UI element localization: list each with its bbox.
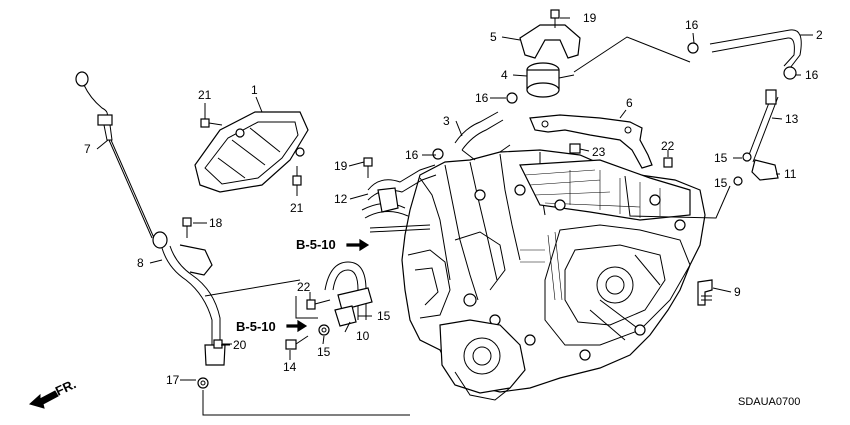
- callout-1: 1: [251, 83, 258, 97]
- callout-15-c: 15: [377, 309, 391, 323]
- callout-4: 4: [501, 68, 508, 82]
- callout-21-a: 21: [198, 88, 212, 102]
- part-4-accumulator: [526, 62, 575, 98]
- leader-lines: [96, 17, 813, 416]
- callout-22-b: 22: [661, 139, 675, 153]
- bolt-22-right: [663, 157, 673, 168]
- clamp-16-right: [783, 66, 797, 80]
- callout-21-b: 21: [290, 201, 304, 215]
- callout-16-b: 16: [805, 68, 819, 82]
- clamp-16-left: [432, 148, 444, 160]
- transmission-housing: [401, 149, 706, 401]
- callout-9: 9: [734, 285, 741, 299]
- callout-16-d: 16: [405, 148, 419, 162]
- callout-3: 3: [443, 114, 450, 128]
- callout-22-a: 22: [297, 280, 311, 294]
- part-7-dipstick: [75, 71, 155, 239]
- reference-arrow-upper: [346, 238, 370, 252]
- bolt-14: [285, 335, 309, 350]
- part-5-mount-bracket: [519, 24, 581, 59]
- callout-19-b: 19: [334, 159, 348, 173]
- callout-12: 12: [334, 192, 348, 206]
- callout-11: 11: [784, 167, 797, 181]
- bolt-21-upper: [200, 118, 223, 128]
- clamp-16-middle: [506, 92, 518, 104]
- bolt-18: [182, 217, 192, 238]
- front-indicator-label: FR.: [53, 376, 78, 398]
- callout-8: 8: [137, 256, 144, 270]
- callout-17: 17: [166, 373, 180, 387]
- part-9-fitting: [697, 279, 713, 306]
- reference-arrow-lower: [286, 319, 308, 333]
- callout-15-b: 15: [714, 176, 728, 190]
- bolt-22-left: [306, 299, 331, 310]
- bolt-21-lower: [292, 166, 302, 186]
- callout-5: 5: [490, 30, 497, 44]
- washer-15-left: [318, 324, 330, 336]
- callout-16-c: 16: [475, 91, 489, 105]
- part-1-cover-plate: [194, 111, 309, 193]
- part-3-hose: [454, 111, 504, 151]
- callout-23: 23: [592, 145, 606, 159]
- callout-18: 18: [209, 216, 223, 230]
- clamp-16-top: [687, 42, 699, 54]
- bolt-19-top: [550, 9, 560, 28]
- callout-6: 6: [626, 96, 633, 110]
- part-8-filler-tube: [152, 231, 226, 389]
- callout-7: 7: [84, 142, 91, 156]
- callout-2: 2: [816, 28, 823, 42]
- callout-10: 10: [356, 329, 370, 343]
- bolt-19-left: [363, 157, 373, 178]
- callout-14: 14: [283, 360, 297, 374]
- callout-16-a: 16: [685, 18, 699, 32]
- reference-label-upper: B-5-10: [296, 237, 336, 252]
- part-13-pipe: [746, 89, 779, 163]
- part-10-line-assembly: [324, 261, 373, 327]
- callout-13: 13: [785, 112, 799, 126]
- bolt-23: [569, 143, 581, 154]
- callout-15-a: 15: [714, 151, 728, 165]
- diagram-code: SDAUA0700: [738, 396, 800, 408]
- callout-15-d: 15: [317, 345, 331, 359]
- part-6-bracket: [529, 114, 653, 169]
- bolt-20: [213, 339, 232, 349]
- part-12-atf-line-bracket: [361, 164, 437, 233]
- callout-19-a: 19: [583, 11, 597, 25]
- callout-20: 20: [233, 338, 247, 352]
- part-11-joint: [733, 152, 779, 186]
- front-arrow-icon: [28, 390, 59, 409]
- reference-label-lower: B-5-10: [236, 319, 276, 334]
- part-2-hose: [709, 29, 802, 69]
